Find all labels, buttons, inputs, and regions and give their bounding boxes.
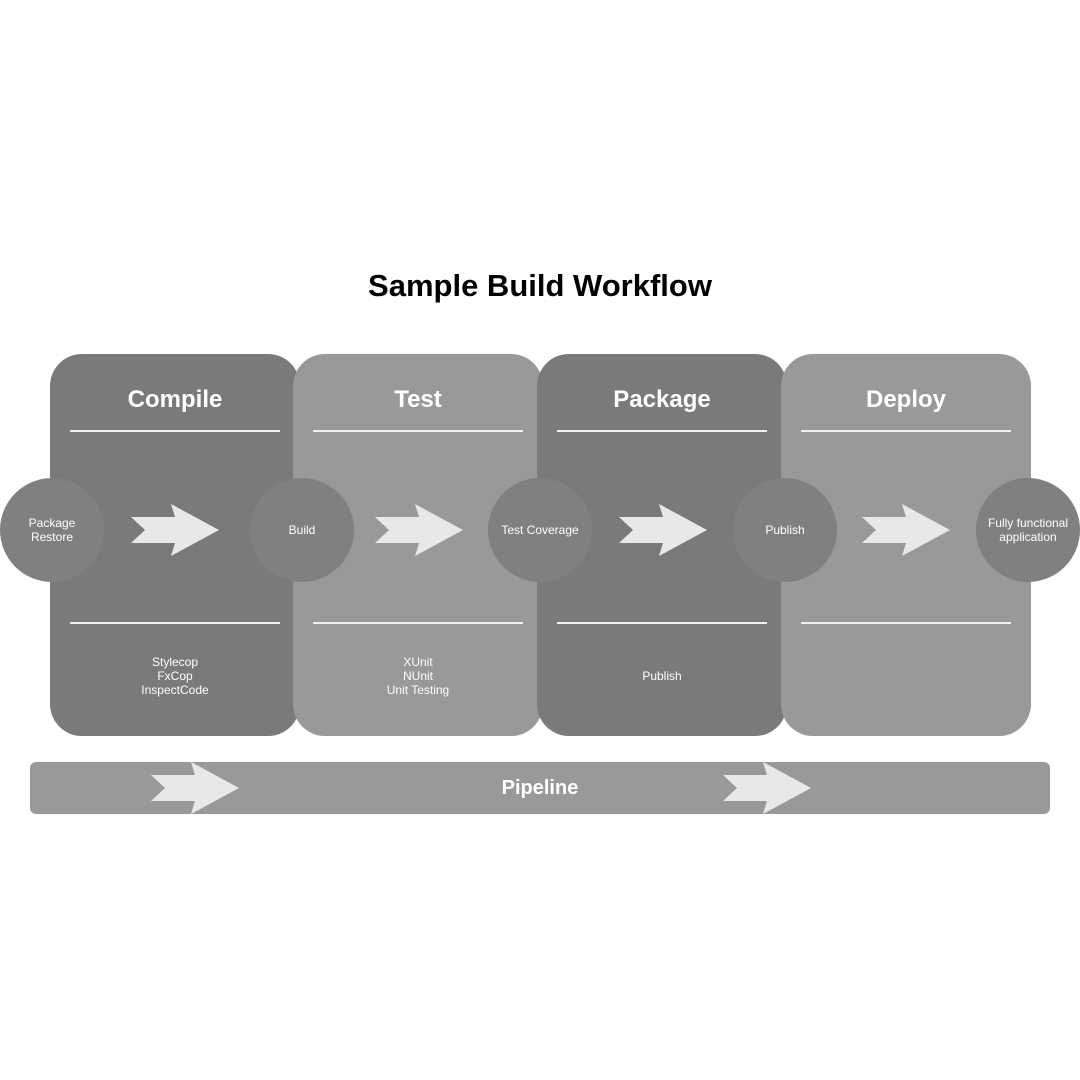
tool-item: Stylecop [151, 655, 199, 669]
arrow-right-icon [619, 504, 707, 556]
tool-item: Publish [642, 669, 682, 683]
stage-tools: XUnit NUnit Unit Testing [293, 654, 543, 698]
tool-item: Unit Testing [386, 683, 450, 697]
divider [801, 622, 1011, 624]
arrow-right-icon [151, 762, 239, 814]
stage-tools: Stylecop FxCop InspectCode [50, 654, 300, 698]
step-publish: Publish [733, 478, 837, 582]
divider [70, 430, 280, 432]
divider [801, 430, 1011, 432]
step-build: Build [250, 478, 354, 582]
tool-item: FxCop [157, 669, 193, 683]
divider [557, 430, 767, 432]
arrow-right-icon [375, 504, 463, 556]
stage-title: Deploy [865, 386, 946, 413]
tool-item: InspectCode [141, 683, 209, 697]
arrow-right-icon [862, 504, 950, 556]
stage-tools: Publish [537, 654, 787, 698]
stage-title: Package [613, 386, 711, 413]
divider [313, 622, 523, 624]
divider [70, 622, 280, 624]
step-fully-functional-application: Fully functional application [976, 478, 1080, 582]
arrow-right-icon [723, 762, 811, 814]
step-test-coverage: Test Coverage [488, 478, 592, 582]
step-package-restore: Package Restore [0, 478, 104, 582]
tool-item: NUnit [402, 669, 433, 683]
pipeline-bar: Pipeline [30, 762, 1050, 814]
stage-title: Compile [127, 386, 223, 413]
stage-title: Test [394, 386, 442, 413]
diagram-title: Sample Build Workflow [368, 268, 712, 303]
divider [557, 622, 767, 624]
arrow-right-icon [131, 504, 219, 556]
tool-item: XUnit [403, 655, 433, 669]
divider [313, 430, 523, 432]
pipeline-label: Pipeline [501, 776, 579, 799]
